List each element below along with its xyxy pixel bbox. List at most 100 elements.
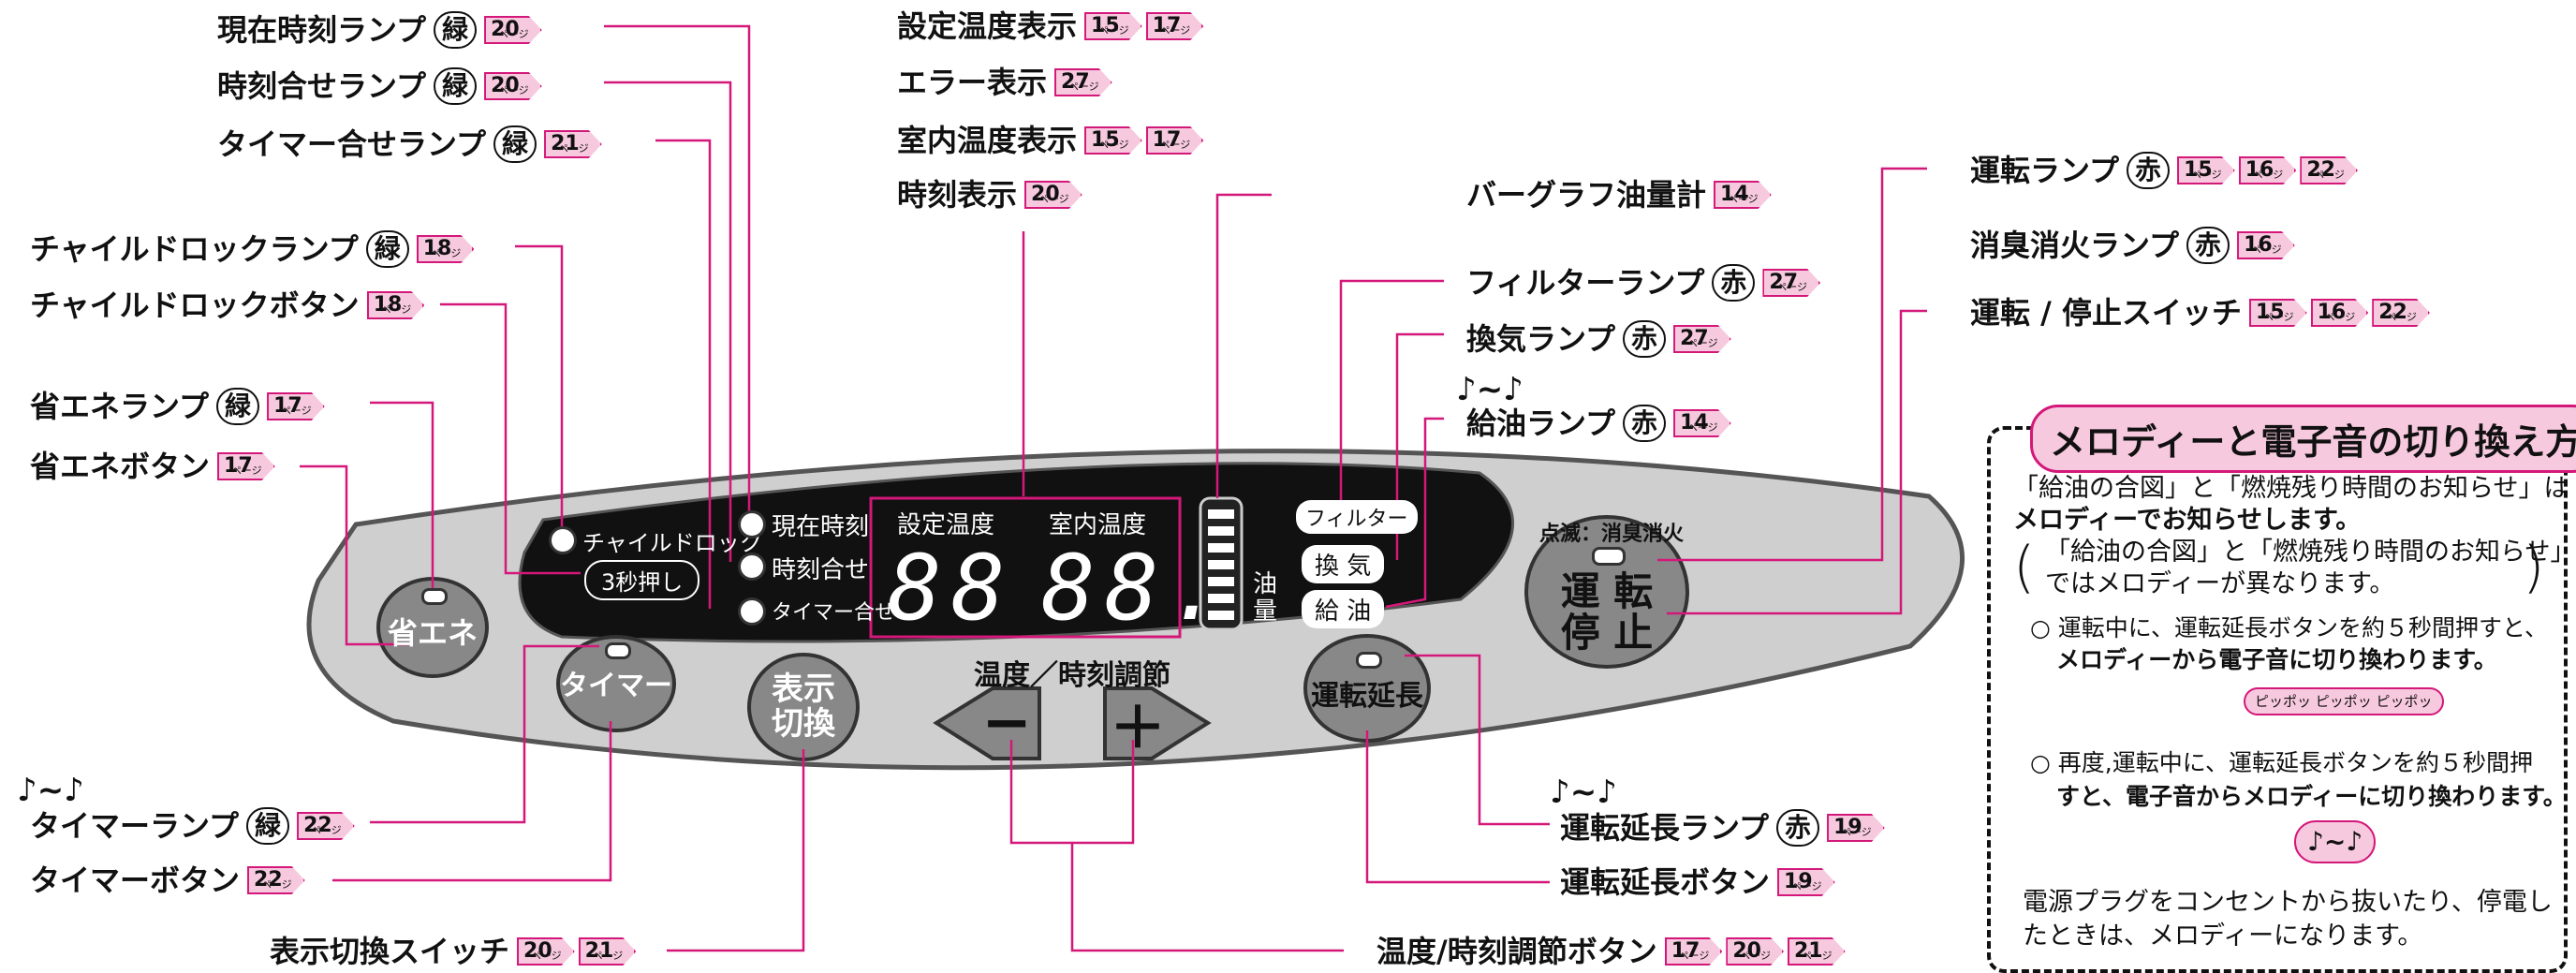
page-ref[interactable]: 21 bbox=[1788, 937, 1846, 966]
page-ref[interactable]: 21 bbox=[579, 937, 637, 966]
color-badge: 緑 bbox=[365, 230, 409, 268]
current-time-text: 現在時刻 bbox=[772, 513, 870, 541]
run-stop-switch-shape bbox=[1524, 515, 1689, 669]
room-temp-digits: 88. bbox=[1041, 536, 1232, 641]
plus-button[interactable]: ＋ bbox=[1110, 695, 1166, 761]
bar-graph-callout: バーグラフ油量計 14 bbox=[1466, 180, 1775, 210]
page-ref[interactable]: 20 bbox=[517, 937, 575, 966]
eco-button[interactable]: 省エネ bbox=[387, 615, 478, 651]
page-ref[interactable]: 20 bbox=[1024, 181, 1082, 209]
refuel-lamp-callout: 給油ランプ 赤 14 bbox=[1466, 405, 1735, 442]
page-ref[interactable]: 20 bbox=[484, 72, 542, 100]
stop-text: 停 止 bbox=[1560, 610, 1654, 656]
page-ref[interactable]: 21 bbox=[544, 130, 602, 158]
child-lock-lamp-callout: チャイルドロックランプ 緑 18 bbox=[30, 230, 478, 268]
display-text: 表示 bbox=[772, 670, 835, 708]
page-ref[interactable]: 22 bbox=[247, 866, 305, 894]
extend-button-callout: 運転延長ボタン 19 bbox=[1560, 867, 1839, 897]
callout-label: 室内温度表示 bbox=[897, 123, 1078, 158]
minus-button-shape bbox=[933, 686, 1041, 760]
hold-3sec-badge: 3秒押し bbox=[584, 560, 700, 600]
display-switch-callout: 表示切換スイッチ 2021 bbox=[270, 936, 640, 966]
switch-text: 切換 bbox=[772, 705, 835, 743]
child-lock-text: チャイルドロック bbox=[582, 530, 762, 556]
room-temp-display-callout: 室内温度表示 1517 bbox=[897, 125, 1207, 155]
page-ref[interactable]: 22 bbox=[2372, 299, 2430, 327]
timer-set-lamp-callout: タイマー合せランプ 緑 21 bbox=[217, 125, 606, 163]
refuel-indicator: 給 油 bbox=[1302, 590, 1385, 628]
page-ref[interactable]: 17 bbox=[217, 452, 275, 480]
callout-label: 時刻表示 bbox=[897, 177, 1018, 213]
callout-label: チャイルドロックボタン bbox=[30, 287, 360, 323]
timer-button-shape bbox=[556, 635, 676, 732]
color-badge: 赤 bbox=[2186, 227, 2230, 264]
run-stop-switch[interactable]: 運 転 停 止 bbox=[1526, 566, 1687, 659]
page-ref[interactable]: 16 bbox=[2239, 156, 2297, 184]
time-display-callout: 時刻表示 20 bbox=[897, 180, 1086, 210]
callout-label: タイマーランプ bbox=[30, 808, 240, 844]
run-text: 運 転 bbox=[1560, 568, 1654, 614]
melody-p1-line2: メロディーでお知らせします。 bbox=[2013, 506, 2362, 535]
blink-note: 点滅：消臭消火 bbox=[1539, 523, 1685, 546]
extend-button[interactable]: 運転延長 bbox=[1311, 680, 1423, 713]
error-display-callout: エラー表示 27 bbox=[897, 67, 1116, 97]
minus-button[interactable]: − bbox=[981, 688, 1032, 758]
callout-label: 運転 / 停止スイッチ bbox=[1970, 295, 2242, 331]
time-set-lamp-callout: 時刻合せランプ 緑 20 bbox=[217, 67, 546, 105]
callout-label: 消臭消火ランプ bbox=[1970, 228, 2180, 263]
callout-label: 運転延長ランプ bbox=[1560, 810, 1770, 846]
set-temp-digits: 88 bbox=[888, 536, 1015, 641]
melody-b2-line2: すと、電子音からメロディーに切り換わります。 bbox=[2056, 783, 2567, 810]
filter-indicator: フィルター bbox=[1296, 500, 1418, 534]
display-window bbox=[518, 462, 1515, 643]
gauge-seg bbox=[1208, 526, 1234, 536]
page-ref[interactable]: 18 bbox=[417, 235, 475, 263]
melody-badge-icon: ♪~♪ bbox=[2294, 820, 2377, 863]
paren-open: ( bbox=[2013, 535, 2036, 600]
melody-note-icon: ♪~♪ bbox=[1456, 371, 1524, 408]
timer-lamp-callout: タイマーランプ 緑 22 bbox=[30, 807, 359, 845]
page-ref[interactable]: 27 bbox=[1054, 68, 1112, 96]
page-ref[interactable]: 22 bbox=[297, 812, 355, 840]
page-ref[interactable]: 16 bbox=[2237, 231, 2295, 259]
adjust-label: 温度／時刻調節 bbox=[974, 659, 1170, 692]
filter-lamp-callout: フィルターランプ 赤 27 bbox=[1466, 264, 1824, 302]
timer-set-text: タイマー合せ bbox=[772, 601, 896, 625]
page-ref[interactable]: 17 bbox=[267, 392, 325, 420]
page-ref[interactable]: 20 bbox=[1726, 937, 1784, 966]
page-ref[interactable]: 14 bbox=[1673, 409, 1731, 437]
vent-indicator: 換 気 bbox=[1302, 545, 1385, 583]
melody-p2-line2: ではメロディーが異なります。 bbox=[2045, 569, 2395, 598]
callout-label: タイマー合せランプ bbox=[217, 126, 487, 162]
color-badge: 緑 bbox=[434, 67, 478, 105]
gauge-seg bbox=[1208, 509, 1234, 519]
page-ref[interactable]: 17 bbox=[1146, 12, 1204, 40]
page-ref[interactable]: 27 bbox=[1673, 325, 1731, 353]
page-ref[interactable]: 15 bbox=[2177, 156, 2235, 184]
page-ref[interactable]: 22 bbox=[2300, 156, 2358, 184]
callout-label: 表示切換スイッチ bbox=[270, 934, 510, 969]
page-ref[interactable]: 17 bbox=[1146, 126, 1204, 155]
callout-label: バーグラフ油量計 bbox=[1466, 177, 1707, 213]
callout-label: 省エネボタン bbox=[30, 449, 211, 484]
page-ref[interactable]: 17 bbox=[1665, 937, 1723, 966]
run-stop-switch-callout: 運転 / 停止スイッチ 151622 bbox=[1970, 298, 2434, 328]
page-ref[interactable]: 27 bbox=[1762, 269, 1820, 297]
page-ref[interactable]: 19 bbox=[1777, 868, 1835, 896]
page-ref[interactable]: 14 bbox=[1714, 181, 1772, 209]
page-ref[interactable]: 16 bbox=[2311, 299, 2369, 327]
color-badge: 赤 bbox=[2127, 152, 2171, 189]
page-ref[interactable]: 15 bbox=[1084, 12, 1142, 40]
melody-p2-line1: 「給油の合図」と「燃焼残り時間のお知らせ」 bbox=[2045, 538, 2576, 567]
page-ref[interactable]: 15 bbox=[1084, 126, 1142, 155]
page-ref[interactable]: 15 bbox=[2249, 299, 2307, 327]
display-switch[interactable]: 表示 切換 bbox=[749, 665, 858, 749]
timer-button[interactable]: タイマー bbox=[558, 659, 674, 706]
beep-badge: ピッポッ ピッポッ ピッポッ bbox=[2244, 687, 2444, 715]
room-temp-label: 室内温度 bbox=[1049, 511, 1147, 539]
page-ref[interactable]: 18 bbox=[367, 291, 425, 319]
color-badge: 赤 bbox=[1712, 264, 1756, 302]
page-ref[interactable]: 19 bbox=[1827, 814, 1885, 842]
page-ref[interactable]: 20 bbox=[484, 16, 542, 44]
paren-close: ) bbox=[2523, 535, 2545, 600]
